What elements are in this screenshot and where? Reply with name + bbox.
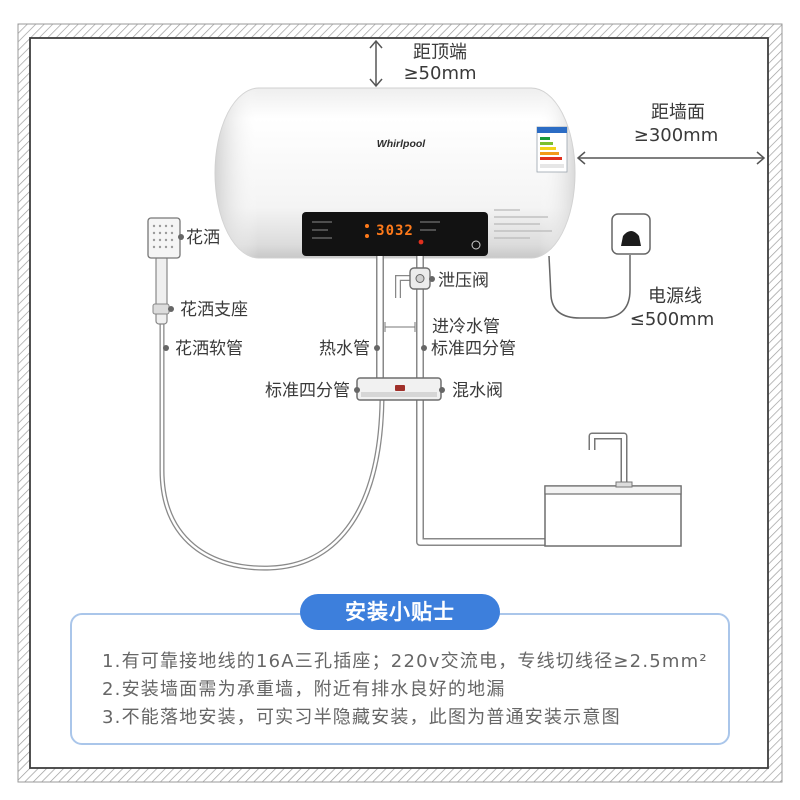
tank-spec-text — [494, 209, 552, 239]
control-panel — [302, 212, 488, 256]
power-socket — [611, 213, 651, 255]
mixing-valve-label: 混水阀 — [452, 381, 503, 401]
shower-head-label: 花洒 — [186, 228, 220, 248]
wall-frame — [17, 23, 783, 783]
side-clearance-arrow — [576, 151, 766, 165]
sink — [544, 485, 682, 547]
shower-hose-label: 花洒软管 — [175, 339, 243, 359]
sink-supply-pipe — [416, 400, 546, 546]
power-cord-value: ≤500mm — [630, 309, 715, 330]
brand-logo: Whirlpool — [377, 138, 426, 150]
hot-pipe-label: 热水管 — [319, 339, 370, 359]
hot-pipe-spec-label: 标准四分管 — [265, 381, 350, 401]
top-clearance-label: 距顶端 — [413, 42, 467, 63]
installation-tips-box: 1.有可靠接地线的16A三孔插座；220v交流电，专线切线径≥2.5mm² 2.… — [70, 613, 730, 745]
tips-title-badge: 安装小贴士 — [300, 594, 500, 630]
pressure-relief-valve — [395, 267, 431, 298]
mixing-valve — [356, 377, 442, 401]
temperature-display: 3032 — [376, 223, 414, 239]
top-clearance-value: ≥50mm — [403, 63, 476, 84]
tip-item-1: 1.有可靠接地线的16A三孔插座；220v交流电，专线切线径≥2.5mm² — [102, 651, 708, 672]
faucet — [588, 432, 633, 488]
power-cord — [548, 255, 631, 319]
side-clearance-value: ≥300mm — [634, 125, 719, 146]
pipe-spacing-marker — [384, 322, 416, 332]
tip-item-3: 3.不能落地安装，可实习半隐藏安装，此图为普通安装示意图 — [102, 707, 621, 728]
relief-valve-label: 泄压阀 — [438, 271, 489, 291]
tip-item-2: 2.安装墙面需为承重墙，附近有排水良好的地漏 — [102, 679, 506, 700]
callout-dots — [163, 234, 445, 393]
shower-head — [147, 217, 181, 325]
energy-label — [536, 126, 568, 173]
shower-hose — [159, 324, 385, 571]
power-cord-label: 电源线 — [648, 286, 702, 307]
cold-inlet-pipe-label: 进冷水管 — [432, 317, 500, 337]
top-clearance-arrow — [369, 39, 383, 88]
cold-pipe-spec-label: 标准四分管 — [431, 339, 516, 359]
side-clearance-label: 距墙面 — [651, 102, 705, 123]
shower-holder-label: 花洒支座 — [180, 300, 248, 320]
